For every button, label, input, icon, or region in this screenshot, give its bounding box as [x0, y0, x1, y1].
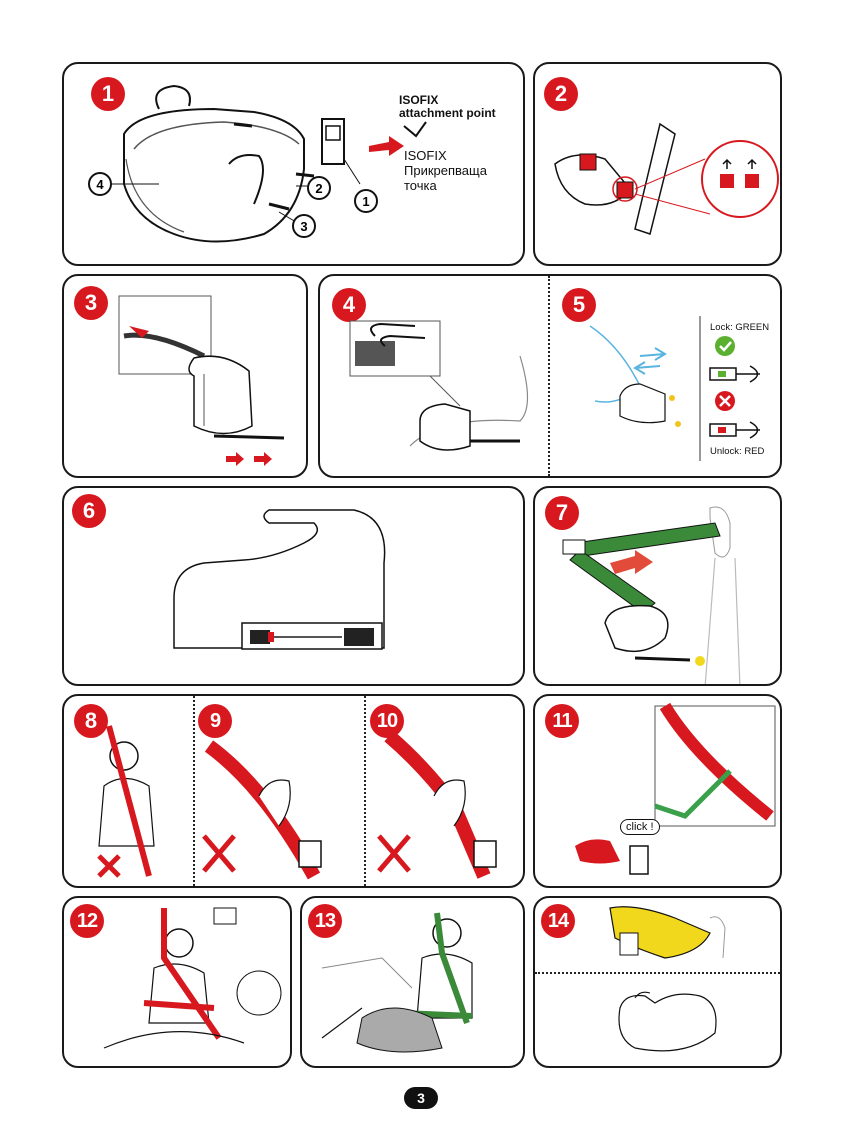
step-7-panel: 7 [533, 486, 782, 686]
child-green-belt-illustration [302, 898, 525, 1068]
strap-pull-illustration [64, 276, 308, 478]
callout-1: 1 [354, 189, 378, 213]
step-2-panel: 2 [533, 62, 782, 266]
page-number: 3 [404, 1087, 438, 1109]
callout-3: 3 [292, 214, 316, 238]
step-8-10-panel: 8 9 10 [62, 694, 525, 888]
belt-guide-illustration [535, 488, 782, 686]
step-4-5-panel: 4 5 Lock: GREEN Unlock: RED [318, 274, 782, 478]
lock-green-label: Lock: GREEN [710, 322, 769, 333]
unlock-red-label: Unlock: RED [710, 446, 764, 457]
isofix-attachment-label: ISOFIX attachment point [399, 94, 496, 120]
callout-4: 4 [88, 172, 112, 196]
callout-2: 2 [307, 176, 331, 200]
isofix-russian-label: ISOFIX Прикрепваща точка [404, 148, 487, 193]
step-6-panel: 6 [62, 486, 525, 686]
click-label: click ! [620, 819, 660, 835]
isofix-connector-illustration [535, 64, 782, 266]
step-14-panel: 14 [533, 896, 782, 1068]
step-11-panel: 11 click ! [533, 694, 782, 888]
storage-illustration [535, 898, 782, 1068]
buckle-click-illustration [535, 696, 782, 888]
step-1-panel: 1 4 2 3 1 ISOFIX attachment point ISOFIX… [62, 62, 525, 266]
step-13-panel: 13 [300, 896, 525, 1068]
step-12-panel: 12 [62, 896, 292, 1068]
child-belted-illustration [64, 898, 292, 1068]
booster-side-view-illustration [64, 488, 525, 686]
step-3-panel: 3 [62, 274, 308, 478]
incorrect-belt-illustrations [64, 696, 525, 888]
